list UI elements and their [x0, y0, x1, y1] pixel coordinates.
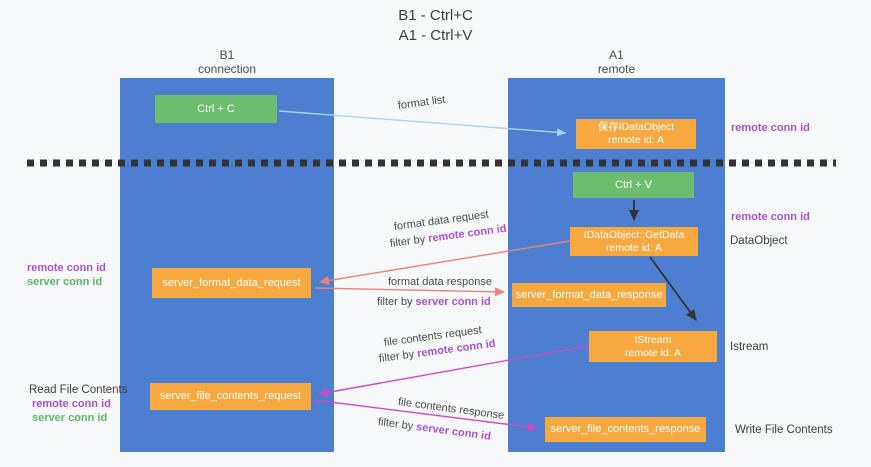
title-line-b1: B1 - Ctrl+C: [398, 7, 473, 24]
node-istream-line2: remote id: A: [624, 346, 682, 359]
column-b1-name: B1: [219, 48, 235, 62]
label-format-list: format list: [397, 93, 447, 112]
node-save-idataobject-line1: 保存IDataObject: [597, 121, 675, 133]
label-format-data-response: format data response: [388, 276, 492, 288]
filter-by-text: filter by: [377, 416, 414, 433]
label-file-contents-response: file contents response: [397, 396, 505, 422]
label-server-conn-id-left-1: server conn id: [27, 276, 103, 288]
label-write-file-contents: Write File Contents: [735, 424, 833, 436]
label-remote-conn-id-right-top: remote conn id: [731, 122, 810, 134]
node-server-file-contents-request: server_file_contents_request: [150, 383, 311, 410]
node-ctrl-v-label: Ctrl + V: [615, 178, 652, 191]
label-read-file-contents: Read File Contents: [29, 384, 128, 396]
node-istream-line1: IStream: [634, 333, 672, 346]
column-b1-role: connection: [197, 62, 257, 76]
node-idataobject-getdata: IDataObject::GetData remote id: A: [570, 227, 698, 256]
node-save-idataobject-line2: remote id: A: [607, 134, 665, 146]
label-server-conn-id-left-2: server conn id: [32, 412, 108, 424]
filter-by-text: filter by: [377, 296, 413, 308]
node-server-format-data-request: server_format_data_request: [152, 268, 311, 298]
column-header-b1-connection: B1 connection: [120, 48, 334, 76]
arrow-format-data-response: [314, 287, 505, 297]
node-save-idataobject: 保存IDataObject remote id: A: [576, 119, 696, 149]
node-ctrl-v: Ctrl + V: [573, 172, 694, 198]
label-remote-conn-id-left-2: remote conn id: [32, 398, 111, 410]
label-filter-by-server-conn-id-1: filter by server conn id: [377, 296, 491, 308]
title-line-a1: A1 - Ctrl+V: [398, 27, 473, 44]
node-server-format-data-response: server_format_data_response: [512, 283, 666, 307]
label-dataobject: DataObject: [730, 235, 788, 247]
node-server-file-contents-response-label: server_file_contents_response: [550, 423, 701, 435]
node-getdata-line2: remote id: A: [605, 241, 663, 254]
node-server-format-data-response-label: server_format_data_response: [515, 288, 663, 301]
label-remote-conn-id-right-mid: remote conn id: [731, 211, 810, 223]
node-server-format-data-request-label: server_format_data_request: [162, 276, 301, 289]
node-ctrl-c-label: Ctrl + C: [197, 102, 235, 115]
node-server-file-contents-response: server_file_contents_response: [545, 417, 706, 442]
node-getdata-line1: IDataObject::GetData: [583, 228, 685, 241]
label-remote-conn-id-left-1: remote conn id: [27, 262, 106, 274]
server-conn-id-text: server conn id: [415, 421, 492, 443]
diagram-title: B1 - Ctrl+C A1 - Ctrl+V: [0, 6, 871, 46]
label-filter-by-server-conn-id-2: filter by server conn id: [377, 416, 491, 443]
node-istream: IStream remote id: A: [589, 331, 717, 362]
server-conn-id-text: server conn id: [415, 296, 491, 308]
filter-by-text: filter by: [389, 233, 426, 250]
column-header-a1-remote: A1 remote: [508, 48, 725, 76]
node-ctrl-c: Ctrl + C: [155, 95, 277, 123]
column-a1-name: A1: [609, 48, 624, 62]
filter-by-text: filter by: [378, 348, 415, 365]
node-server-file-contents-request-label: server_file_contents_request: [159, 390, 302, 402]
column-a1-role: remote: [597, 62, 636, 76]
label-istream: Istream: [730, 341, 769, 353]
